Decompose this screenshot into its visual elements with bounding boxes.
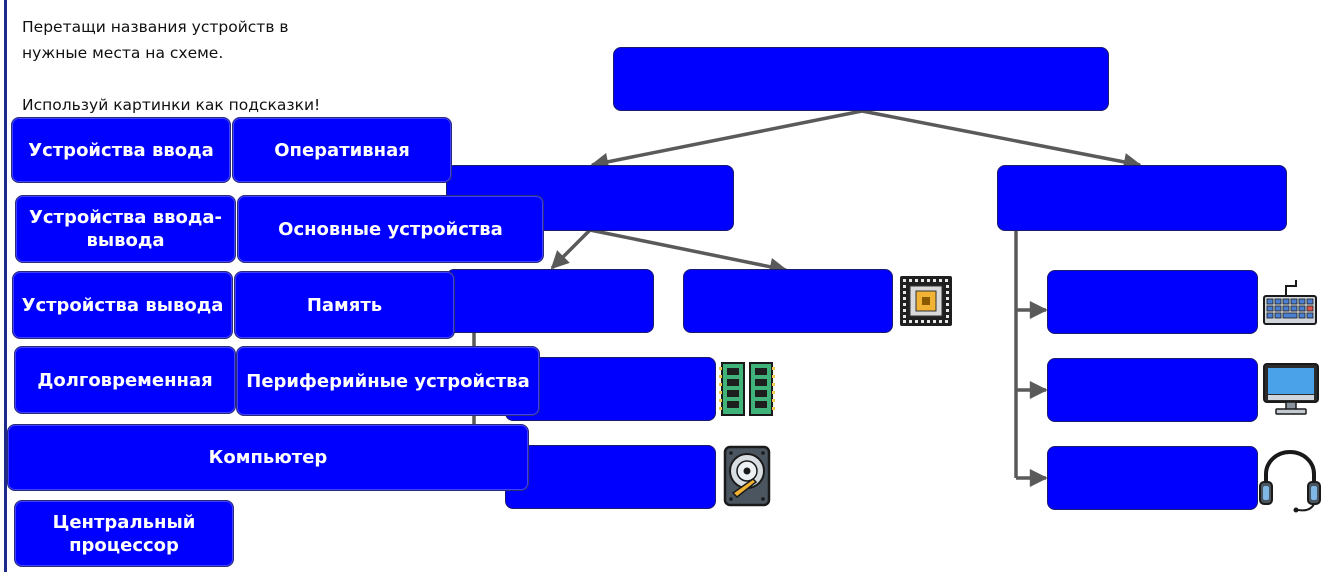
card-peripheral[interactable]: Периферийные устройства xyxy=(236,346,540,416)
arrow-root-to-main xyxy=(590,109,863,171)
slot-peripheral-devices[interactable] xyxy=(997,165,1287,231)
slot-long-term[interactable] xyxy=(505,445,716,509)
slot-cpu[interactable] xyxy=(683,269,893,333)
card-cpu[interactable]: Центральный процессор xyxy=(14,500,234,567)
instructions-line-2: нужные места на схеме. xyxy=(22,44,224,62)
keyboard-icon xyxy=(1263,280,1317,325)
card-computer[interactable]: Компьютер xyxy=(7,424,529,491)
slot-io-devices[interactable] xyxy=(1047,446,1258,510)
instructions: Перетащи названия устройств в нужные мес… xyxy=(22,14,352,118)
hard-drive-icon xyxy=(723,445,771,507)
headset-icon xyxy=(1259,450,1321,513)
card-ram[interactable]: Оперативная xyxy=(232,117,452,183)
arrow-root-to-peripheral xyxy=(861,109,1142,171)
slot-output-devices[interactable] xyxy=(1047,358,1258,422)
arrow-main-to-cpu xyxy=(589,228,788,276)
instructions-line-1: Перетащи названия устройств в xyxy=(22,18,289,36)
card-output-devices[interactable]: Устройства вывода xyxy=(12,271,233,339)
left-frame-border xyxy=(4,0,7,572)
ram-module-icon xyxy=(719,362,775,416)
slot-memory[interactable] xyxy=(446,269,654,333)
cpu-chip-icon xyxy=(900,276,952,326)
card-input-devices[interactable]: Устройства ввода xyxy=(11,117,231,183)
card-main-devices[interactable]: Основные устройства xyxy=(237,195,544,263)
arrow-main-to-memory xyxy=(550,228,592,270)
card-io-devices[interactable]: Устройства ввода-вывода xyxy=(15,195,236,263)
slot-input-devices[interactable] xyxy=(1047,270,1258,334)
card-long-term[interactable]: Долговременная xyxy=(14,346,236,414)
card-memory[interactable]: Память xyxy=(234,271,455,339)
monitor-icon xyxy=(1263,363,1319,415)
slot-root[interactable] xyxy=(613,47,1109,111)
instructions-line-3: Используй картинки как подсказки! xyxy=(22,96,321,114)
